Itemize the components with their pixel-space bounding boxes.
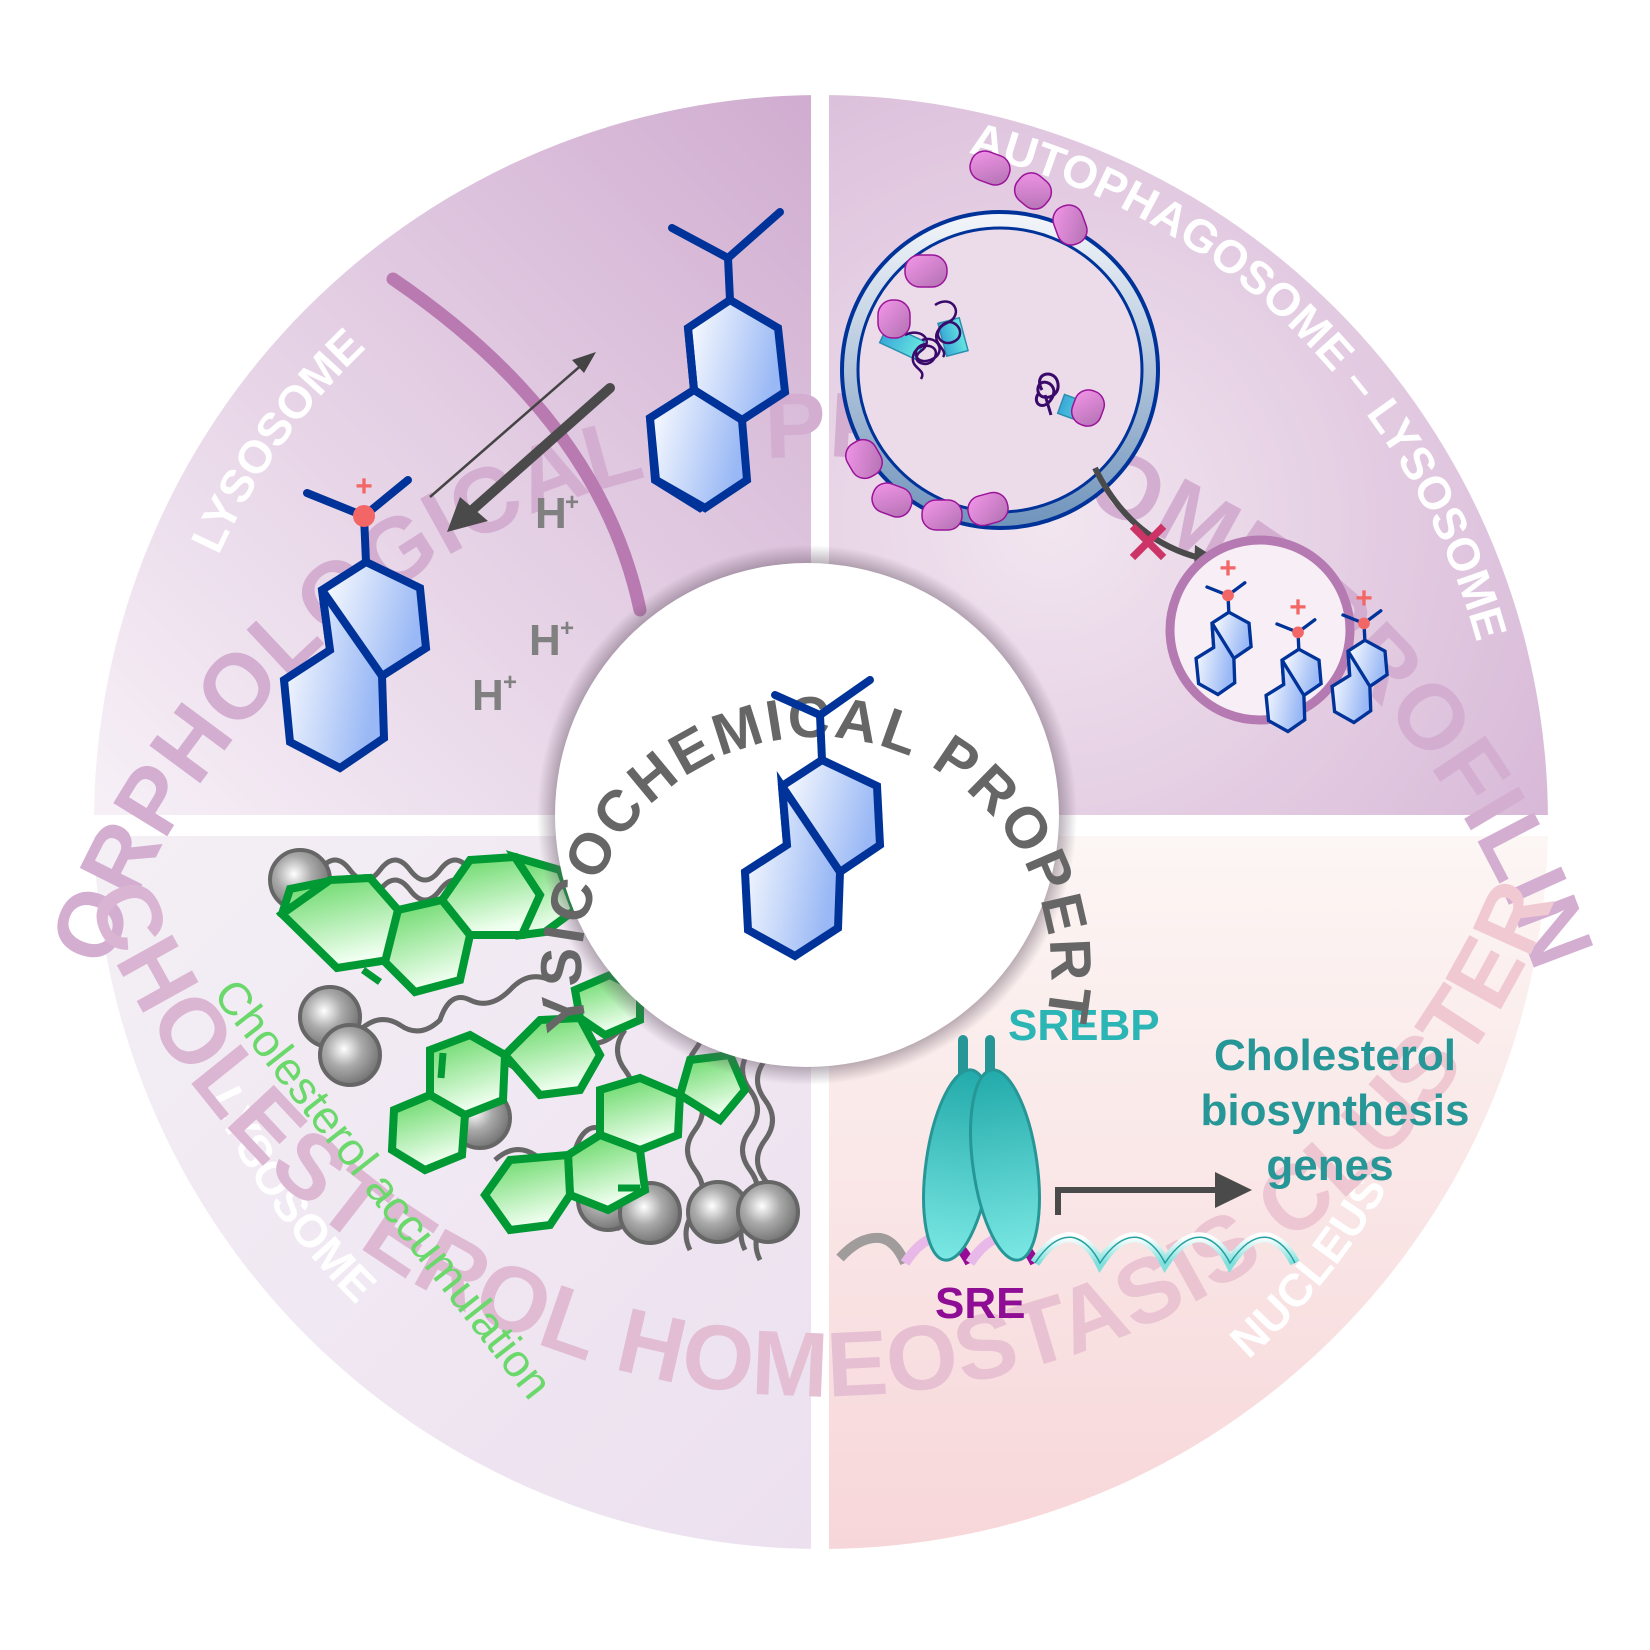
svg-text:H: H <box>472 671 504 720</box>
proton-label-3: H + <box>472 669 517 720</box>
charge-plus: + <box>355 470 373 503</box>
svg-text:+: + <box>503 669 517 696</box>
srebp-label: SREBP <box>1008 1001 1160 1050</box>
svg-text:+: + <box>1355 582 1373 615</box>
transcription-arrow-icon <box>1055 1172 1252 1215</box>
svg-text:+: + <box>565 489 579 516</box>
top-right-content: ✕ + + <box>840 150 1389 734</box>
proton-label-2: H + <box>529 615 574 665</box>
proton-label-1: H + <box>535 489 579 538</box>
lysosome-with-drugs-icon: + + + <box>1165 535 1389 734</box>
equilibrium-arrows-icon <box>429 352 615 532</box>
target-genes-line-2: biosynthesis <box>1201 1086 1470 1135</box>
svg-text:+: + <box>1219 552 1237 585</box>
autophagosome-icon <box>840 150 1160 531</box>
svg-text:+: + <box>1289 591 1307 624</box>
svg-text:H: H <box>529 616 561 665</box>
sre-label: SRE <box>935 1279 1025 1328</box>
target-genes-line-3: genes <box>1266 1141 1393 1190</box>
protonated-drug-icon: + <box>279 470 431 773</box>
blocked-x-icon: ✕ <box>1124 511 1173 576</box>
cationic-amphiphilic-drug-icon <box>740 676 885 961</box>
target-genes-line-1: Cholesterol <box>1214 1031 1456 1080</box>
bottom-right-content: SREBP SRE Cholesterol biosynthesis genes <box>836 1001 1470 1328</box>
neutral-drug-icon <box>645 208 790 513</box>
top-left-content: + H + H + H + <box>279 208 790 773</box>
cholesterol-molecule-icon <box>275 850 750 1235</box>
srebp-dimer-icon <box>922 1035 1041 1262</box>
svg-text:+: + <box>560 615 574 642</box>
svg-text:H: H <box>535 489 567 538</box>
